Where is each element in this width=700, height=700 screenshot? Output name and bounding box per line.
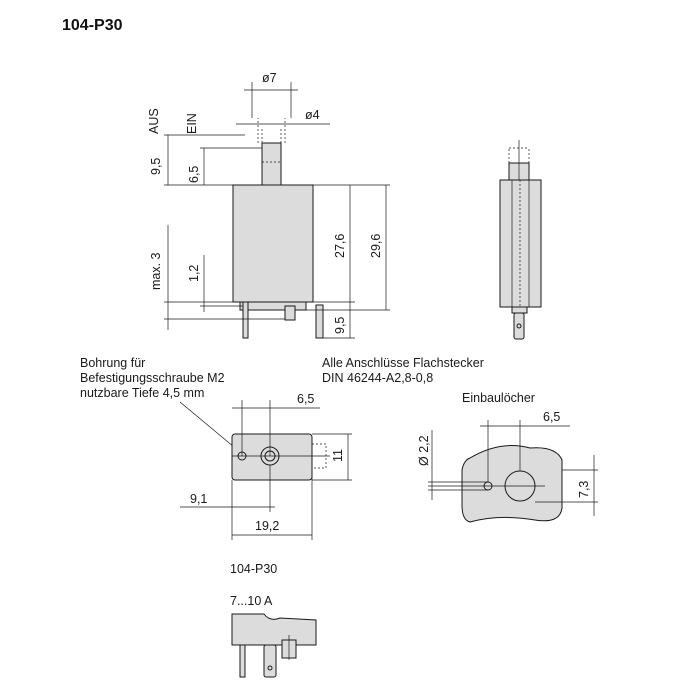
variant-rating: 7...10 A (230, 594, 273, 608)
side-terminal (513, 312, 525, 340)
dim-d4-label: ø4 (305, 108, 320, 122)
dim-9-5-bottom-label: 9,5 (333, 317, 347, 334)
side-body (499, 179, 542, 308)
dim-d7-label: ø7 (262, 71, 277, 85)
leader-line (179, 401, 241, 453)
dim-max3-label: max. 3 (149, 252, 163, 290)
notes: Bohrung für Befestigungsschraube M2 nutz… (80, 356, 535, 453)
note-einbauloecher: Einbaulöcher (462, 391, 535, 405)
dim-d2-2-label: Ø 2,2 (417, 435, 431, 466)
drawing-title: 104-P30 (62, 17, 123, 34)
note-anschluesse-1: Alle Anschlüsse Flachstecker (322, 356, 484, 370)
variant-terminal-center (263, 644, 277, 678)
push-button (261, 142, 282, 186)
terminal-right (315, 304, 324, 339)
dim-9-1-label: 9,1 (190, 492, 207, 506)
variant-label: 104-P30 (230, 562, 277, 576)
dim-7-3-label: 7,3 (577, 481, 591, 498)
mounting-holes-view: Ø 2,2 6,5 7,3 (417, 410, 598, 523)
terminal-left (242, 301, 249, 339)
breaker-base (239, 301, 307, 311)
dim-27-6-label: 27,6 (333, 234, 347, 258)
label-aus: AUS (147, 108, 161, 134)
dim-6-5-label: 6,5 (297, 392, 314, 406)
note-bohrung-1: Bohrung für (80, 356, 145, 370)
side-view (499, 140, 542, 340)
front-view: ø7 ø4 AUS EIN 9,5 6,5 27,6 29,6 max. 3 (147, 71, 390, 339)
bottom-view: 6,5 11 9,1 19,2 (180, 392, 352, 540)
terminal-center (284, 305, 296, 321)
note-anschluesse-2: DIN 46244-A2,8-0,8 (322, 371, 433, 385)
dim-6-5-label: 6,5 (543, 410, 560, 424)
panel-cutout (461, 445, 563, 523)
note-bohrung-3: nutzbare Tiefe 4,5 mm (80, 386, 204, 400)
variant-view: 104-P30 7...10 A (230, 562, 317, 678)
dim-29-6-label: 29,6 (369, 234, 383, 258)
dim-11-label: 11 (331, 449, 345, 462)
note-bohrung-2: Befestigungsschraube M2 (80, 371, 225, 385)
breaker-body (232, 184, 314, 303)
dim-1-2-label: 1,2 (187, 265, 201, 282)
dim-9-5-top-label: 9,5 (149, 158, 163, 175)
dim-6-5-label: 6,5 (187, 166, 201, 183)
variant-body (231, 613, 317, 646)
label-ein: EIN (185, 113, 199, 134)
bottom-body (231, 433, 313, 481)
dim-19-2-label: 19,2 (255, 519, 279, 533)
variant-terminal-left (239, 644, 246, 678)
